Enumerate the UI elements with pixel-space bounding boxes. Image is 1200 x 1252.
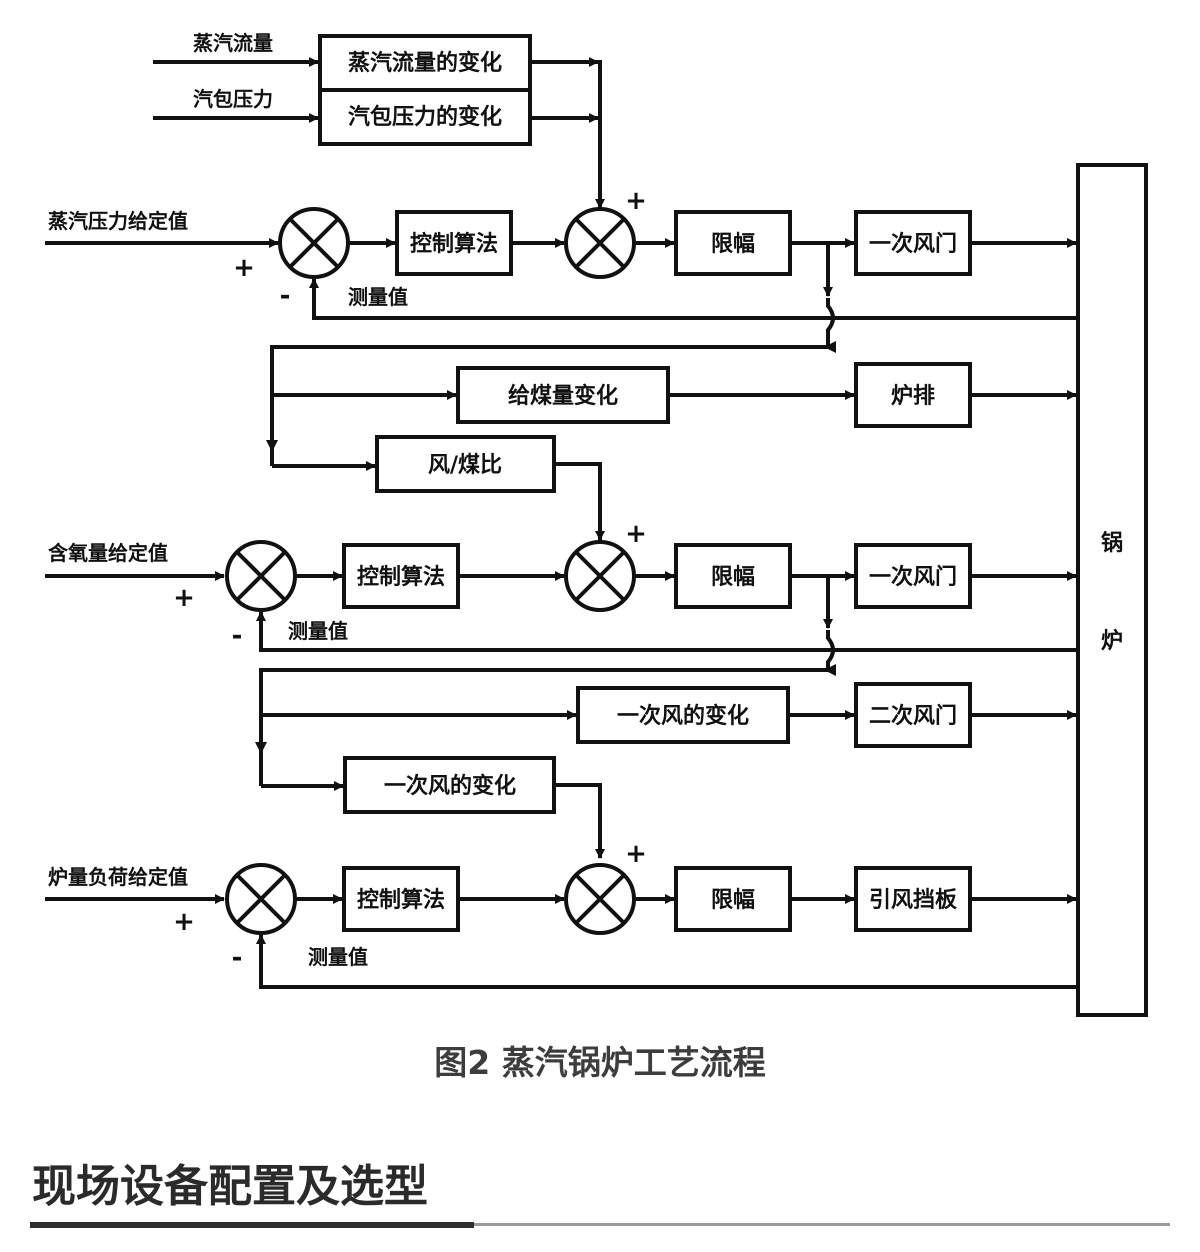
block-control-algorithm [342, 866, 460, 932]
minus-sign: - [232, 621, 243, 651]
minus-sign: - [280, 281, 291, 311]
plus-sign: + [625, 519, 647, 549]
block-drum-pressure-change-label: 汽包压力的变化 [348, 104, 502, 130]
block-control-algorithm-label: 控制算法 [357, 564, 445, 590]
block-primary-air-damper-label: 一次风门 [869, 564, 957, 590]
block-secondary-air-damper-label: 二次风门 [869, 703, 957, 729]
block-steam-flow-change-label: 蒸汽流量的变化 [348, 50, 502, 76]
plus-sign: + [173, 583, 195, 613]
measured-value-label: 测量值 [308, 945, 368, 969]
plus-sign: + [625, 186, 647, 216]
block-limiter-label: 限幅 [711, 232, 755, 257]
measured-value-label: 测量值 [348, 285, 408, 309]
block-air-coal-ratio-label: 风/煤比 [428, 452, 502, 478]
block-control-algorithm-label: 控制算法 [357, 887, 445, 913]
plus-sign: + [173, 907, 195, 937]
input-label-oxygen-setpoint: 含氧量给定值 [48, 541, 168, 565]
block-limiter-label: 限幅 [711, 565, 755, 590]
block-grate-label: 炉排 [891, 384, 935, 409]
block-limiter-label: 限幅 [711, 888, 755, 913]
summing-junction-2 [564, 207, 636, 279]
block-air-coal-ratio [375, 435, 556, 493]
boiler-label-char1: 锅 [1101, 530, 1123, 556]
summing-junction-1 [278, 207, 350, 279]
input-label-steam-flow: 蒸汽流量 [193, 31, 273, 55]
section-underline-light [474, 1223, 1170, 1226]
boiler-label-char2: 炉 [1101, 629, 1123, 654]
boiler-block [1076, 163, 1148, 1017]
block-primary-air-change-label: 一次风的变化 [617, 703, 749, 729]
boiler-process-diagram: .arr { marker-end: url(#ah); } 蒸汽流量 汽包压力… [45, 31, 1148, 1017]
block-control-algorithm-label: 控制算法 [410, 231, 498, 257]
minus-sign: - [232, 943, 243, 973]
section-title: 现场设备配置及选型 [32, 1161, 428, 1212]
figure-caption: 图2 蒸汽锅炉工艺流程 [434, 1043, 766, 1082]
summing-junction-5 [225, 863, 297, 935]
plus-sign: + [625, 839, 647, 869]
block-primary-air-change-label: 一次风的变化 [384, 773, 516, 799]
input-label-steam-pressure-setpoint: 蒸汽压力给定值 [48, 209, 188, 233]
summing-junction-3 [225, 540, 297, 612]
block-grate [854, 362, 972, 428]
summing-junction-4 [564, 540, 636, 612]
block-induced-draft-damper [854, 866, 972, 932]
plus-sign: + [233, 253, 255, 283]
block-primary-air-damper-label: 一次风门 [869, 231, 957, 257]
block-coal-feed-change [456, 366, 670, 424]
block-induced-draft-damper-label: 引风挡板 [869, 888, 958, 913]
input-label-drum-pressure: 汽包压力 [193, 87, 273, 111]
input-label-furnace-load-setpoint: 炉量负荷给定值 [48, 865, 188, 889]
block-secondary-air-damper [854, 682, 972, 748]
block-coal-feed-change-label: 给煤量变化 [508, 383, 618, 409]
measured-value-label: 测量值 [288, 619, 348, 643]
section-underline-dark [30, 1222, 474, 1228]
summing-junction-6 [564, 863, 636, 935]
